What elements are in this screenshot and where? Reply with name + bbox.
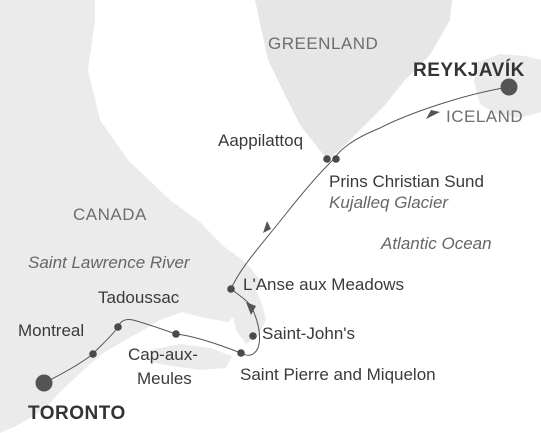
stop-label-kujalleq: Kujalleq Glacier: [329, 193, 449, 212]
stop-marker-prins-christian: [332, 155, 340, 163]
water-label-river: Saint Lawrence River: [28, 253, 190, 272]
canada-landmass: [0, 0, 262, 433]
port-marker-reykjavik: [500, 78, 518, 96]
stop-marker-tadoussac: [114, 323, 122, 331]
stop-marker-saint-johns: [249, 332, 257, 340]
route-arrow-3: [246, 302, 256, 315]
stop-label-saint-johns: Saint-John's: [262, 324, 356, 343]
port-marker-toronto: [35, 374, 53, 392]
stop-marker-saint-pierre: [237, 349, 245, 357]
stop-marker-lanse: [227, 285, 235, 293]
stop-label-aappilattoq: Aappilattoq: [218, 131, 304, 150]
region-label-greenland: GREENLAND: [268, 34, 379, 53]
region-label-canada: CANADA: [73, 205, 147, 224]
port-label-reykjavik: REYKJAVÍK: [413, 60, 525, 81]
route-arrow-2: [263, 221, 271, 233]
port-label-toronto: TORONTO: [28, 403, 126, 424]
maritimes-landmass: [150, 344, 232, 370]
stop-marker-montreal: [89, 350, 97, 358]
route-arrow-1: [426, 110, 440, 119]
stop-label-lanse: L'Anse aux Meadows: [243, 275, 405, 294]
region-label-iceland: ICELAND: [446, 107, 524, 126]
stop-marker-aappilattoq: [323, 155, 331, 163]
stop-marker-cap-aux-meules: [172, 330, 180, 338]
stop-label-tadoussac: Tadoussac: [98, 288, 180, 307]
water-label-atlantic: Atlantic Ocean: [381, 234, 492, 253]
stop-label-prins-christian: Prins Christian Sund: [329, 172, 484, 191]
newfoundland-landmass: [230, 284, 266, 344]
stop-label-cap-aux-meules-1: Cap-aux-: [128, 345, 198, 364]
stop-label-montreal: Montreal: [18, 321, 85, 340]
stop-label-cap-aux-meules-2: Meules: [137, 369, 192, 388]
stop-label-saint-pierre: Saint Pierre and Miquelon: [240, 365, 436, 384]
greenland-landmass: [255, 0, 452, 160]
